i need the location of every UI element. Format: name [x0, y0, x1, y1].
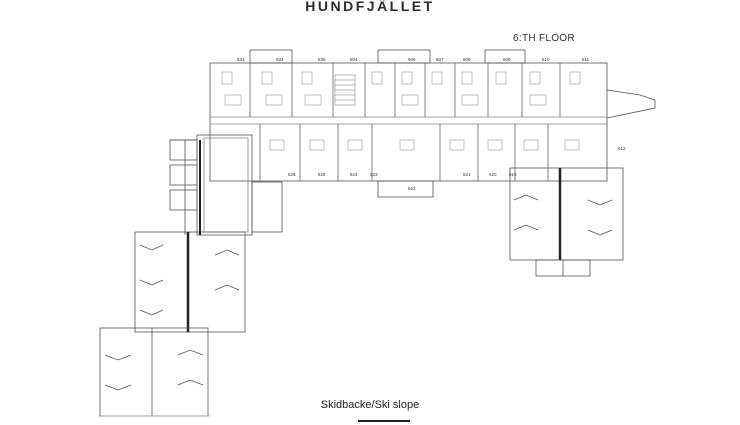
unit-label-bottom-0: 626 — [288, 172, 296, 177]
unit-label-bottom-1: 625 — [318, 172, 326, 177]
floor-label: 6:TH FLOOR — [513, 33, 575, 44]
unit-label-bottom-6: 620 — [489, 172, 497, 177]
left-wing-outline — [196, 134, 253, 236]
unit-label-top-0: 633 — [237, 57, 245, 62]
main-building-outline — [209, 62, 608, 182]
unit-label-top-8: 610 — [542, 57, 550, 62]
unit-label-bottom-7: 619 — [509, 172, 517, 177]
unit-label-top-7: 609 — [503, 57, 511, 62]
ski-slope-caption: Skidbacke/Ski slope — [320, 399, 420, 411]
unit-label-top-6: 608 — [463, 57, 471, 62]
unit-label-bottom-3: 623 — [370, 172, 378, 177]
unit-label-top-1: 634 — [276, 57, 284, 62]
unit-label-top-4: 606 — [408, 57, 416, 62]
unit-label-top-3: 604 — [350, 57, 358, 62]
unit-label-top-5: 607 — [436, 57, 444, 62]
right-wing-outline — [509, 167, 624, 261]
caption-underline — [358, 420, 410, 422]
unit-label-top-2: 635 — [318, 57, 326, 62]
unit-label-bottom-2: 624 — [350, 172, 358, 177]
unit-label-bottom-4: 622 — [408, 186, 416, 191]
unit-label-bottom-5: 621 — [463, 172, 471, 177]
building-title: HUNDFJÄLLET — [305, 0, 435, 14]
unit-label-side-0: 612 — [618, 146, 626, 151]
unit-label-top-9: 611 — [582, 57, 590, 62]
